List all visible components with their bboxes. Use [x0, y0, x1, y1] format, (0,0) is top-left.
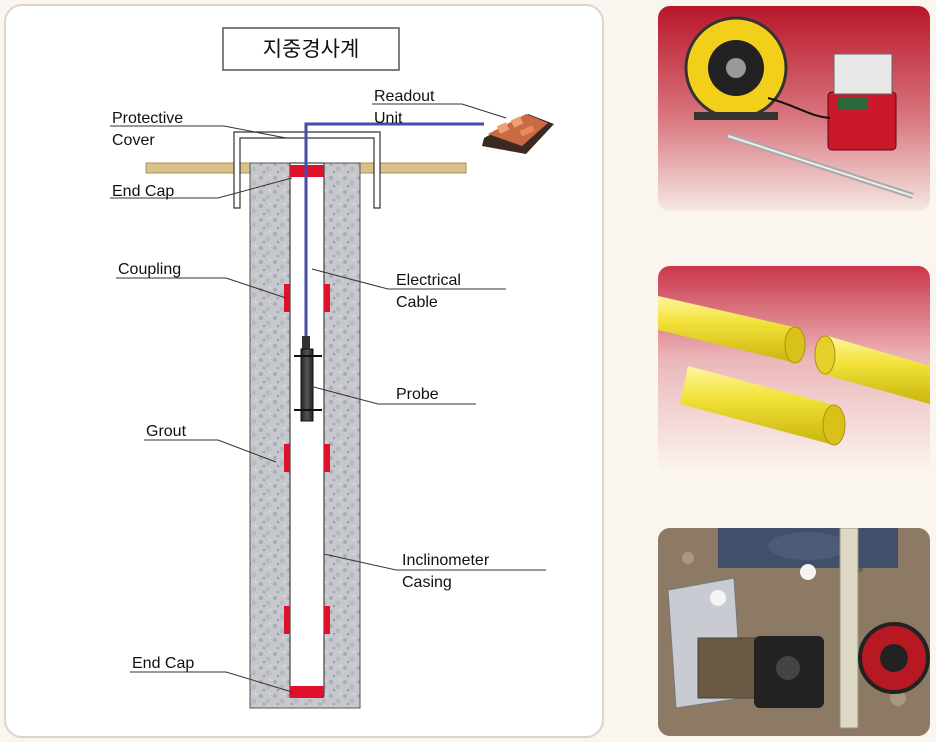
protective-cover — [233, 131, 381, 209]
label-electrical-cable: Cable — [396, 294, 438, 311]
label-protective-cover: Cover — [112, 132, 155, 149]
label-protective-cover: Protective — [112, 110, 183, 127]
label-inclinometer-casing: Inclinometer — [402, 552, 490, 569]
coupling — [324, 444, 330, 472]
readout-unit-icon — [482, 114, 554, 154]
yellow-casing-pipes-photo — [658, 266, 930, 472]
coupling — [324, 284, 330, 312]
label-inclinometer-casing: Casing — [402, 574, 452, 591]
leader-lines — [110, 103, 546, 693]
probe — [300, 348, 314, 422]
label-end-cap-top: End Cap — [112, 183, 174, 200]
label-end-cap-bottom: End Cap — [132, 655, 194, 672]
label-coupling: Coupling — [118, 261, 181, 278]
inclinometer-diagram-panel: 지중경사계 — [4, 4, 604, 738]
diagram-title: 지중경사계 — [263, 37, 360, 61]
label-readout-unit: Readout — [374, 88, 435, 105]
label-probe: Probe — [396, 386, 439, 403]
label-electrical-cable: Electrical — [396, 272, 461, 289]
coupling — [284, 606, 290, 634]
coupling — [324, 606, 330, 634]
inclinometer-equipment-photo — [658, 6, 930, 211]
label-readout-unit: Unit — [374, 110, 403, 127]
coupling — [284, 284, 290, 312]
probe-connector — [302, 336, 310, 350]
end-cap-bottom — [290, 686, 324, 698]
electrical-cable — [304, 122, 484, 336]
title-box — [222, 27, 400, 71]
label-grout: Grout — [146, 423, 187, 440]
coupling — [284, 444, 290, 472]
inclinometer-diagram: 지중경사계 — [110, 27, 554, 709]
field-installation-photo — [658, 528, 930, 736]
